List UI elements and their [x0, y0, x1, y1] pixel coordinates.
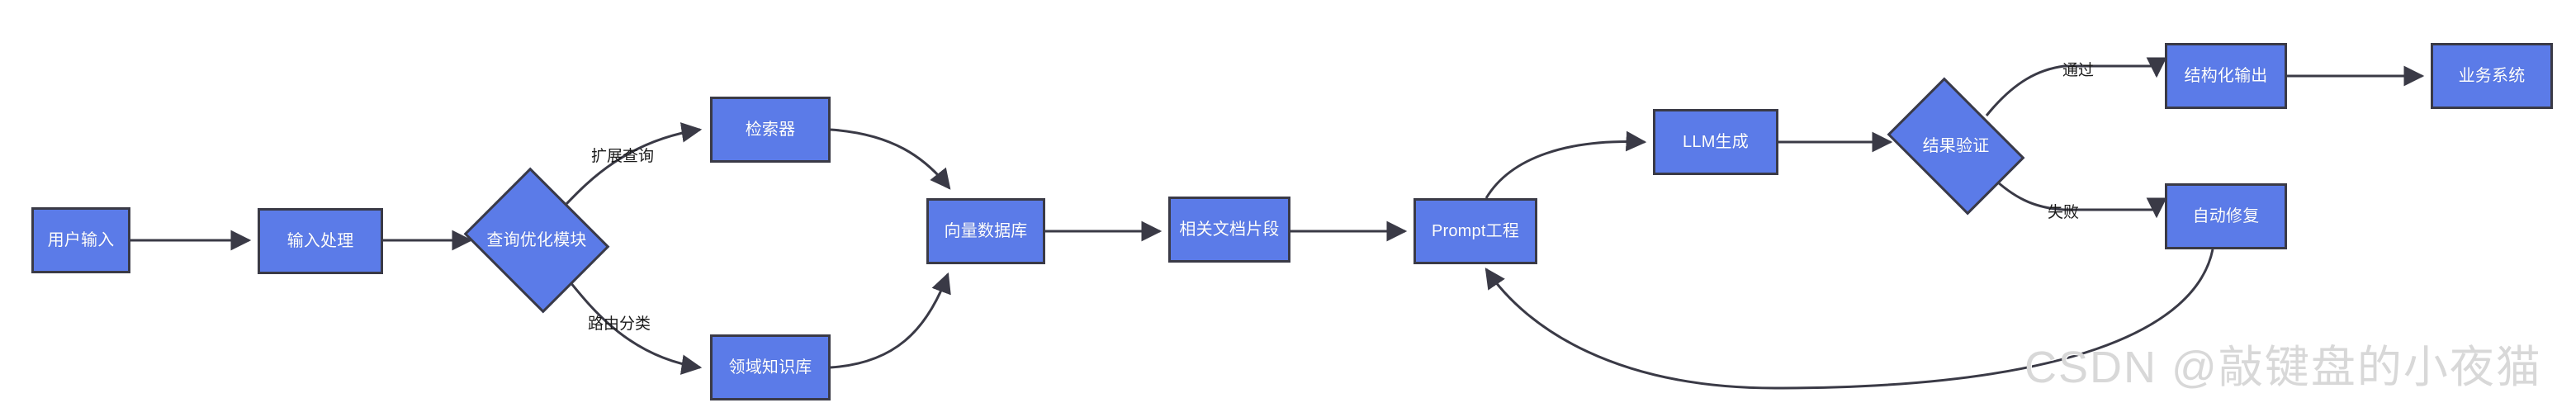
- node-business-system-label: 业务系统: [2458, 66, 2526, 85]
- node-auto-repair[interactable]: 自动修复: [2165, 183, 2287, 249]
- node-doc-fragments-label: 相关文档片段: [1179, 220, 1280, 239]
- node-user-input[interactable]: 用户输入: [31, 207, 130, 273]
- edge-retriever-to-vector-db: [830, 128, 951, 190]
- node-structured-output-label: 结构化输出: [2184, 66, 2268, 85]
- node-llm-generate-label: LLM生成: [1683, 132, 1749, 151]
- edge-label-fail: 失败: [2048, 204, 2080, 221]
- node-query-optimizer-label: 查询优化模块: [486, 230, 587, 249]
- node-domain-knowledge-base-label: 领域知识库: [728, 358, 812, 377]
- node-vector-database[interactable]: 向量数据库: [926, 198, 1045, 264]
- node-query-optimizer[interactable]: 查询优化模块: [463, 167, 610, 314]
- node-domain-knowledge-base[interactable]: 领域知识库: [710, 334, 831, 400]
- node-business-system[interactable]: 业务系统: [2431, 43, 2553, 109]
- node-retriever-label: 检索器: [745, 120, 796, 139]
- node-auto-repair-label: 自动修复: [2192, 206, 2260, 225]
- node-input-process[interactable]: 输入处理: [258, 208, 383, 274]
- edge-label-pass: 通过: [2062, 62, 2095, 79]
- edge-prompt-eng-to-llm-generate: [1485, 130, 1647, 199]
- node-structured-output[interactable]: 结构化输出: [2165, 43, 2287, 109]
- node-prompt-engineering-label: Prompt工程: [1431, 221, 1520, 240]
- edge-domain-kb-to-vector-db: [830, 272, 951, 369]
- csdn-watermark: CSDN @敲键盘的小夜猫: [2024, 343, 2542, 392]
- node-vector-database-label: 向量数据库: [944, 221, 1028, 240]
- node-input-process-label: 输入处理: [286, 231, 354, 250]
- edge-label-expand-query: 扩展查询: [591, 148, 655, 165]
- node-prompt-engineering[interactable]: Prompt工程: [1413, 198, 1537, 264]
- node-retriever[interactable]: 检索器: [710, 97, 831, 163]
- node-result-verification[interactable]: 结果验证: [1887, 77, 2025, 216]
- node-doc-fragments[interactable]: 相关文档片段: [1168, 197, 1290, 263]
- node-llm-generate[interactable]: LLM生成: [1653, 109, 1778, 175]
- node-result-verification-label: 结果验证: [1922, 136, 1990, 155]
- node-user-input-label: 用户输入: [47, 230, 115, 249]
- edge-label-route-classification: 路由分类: [588, 315, 651, 333]
